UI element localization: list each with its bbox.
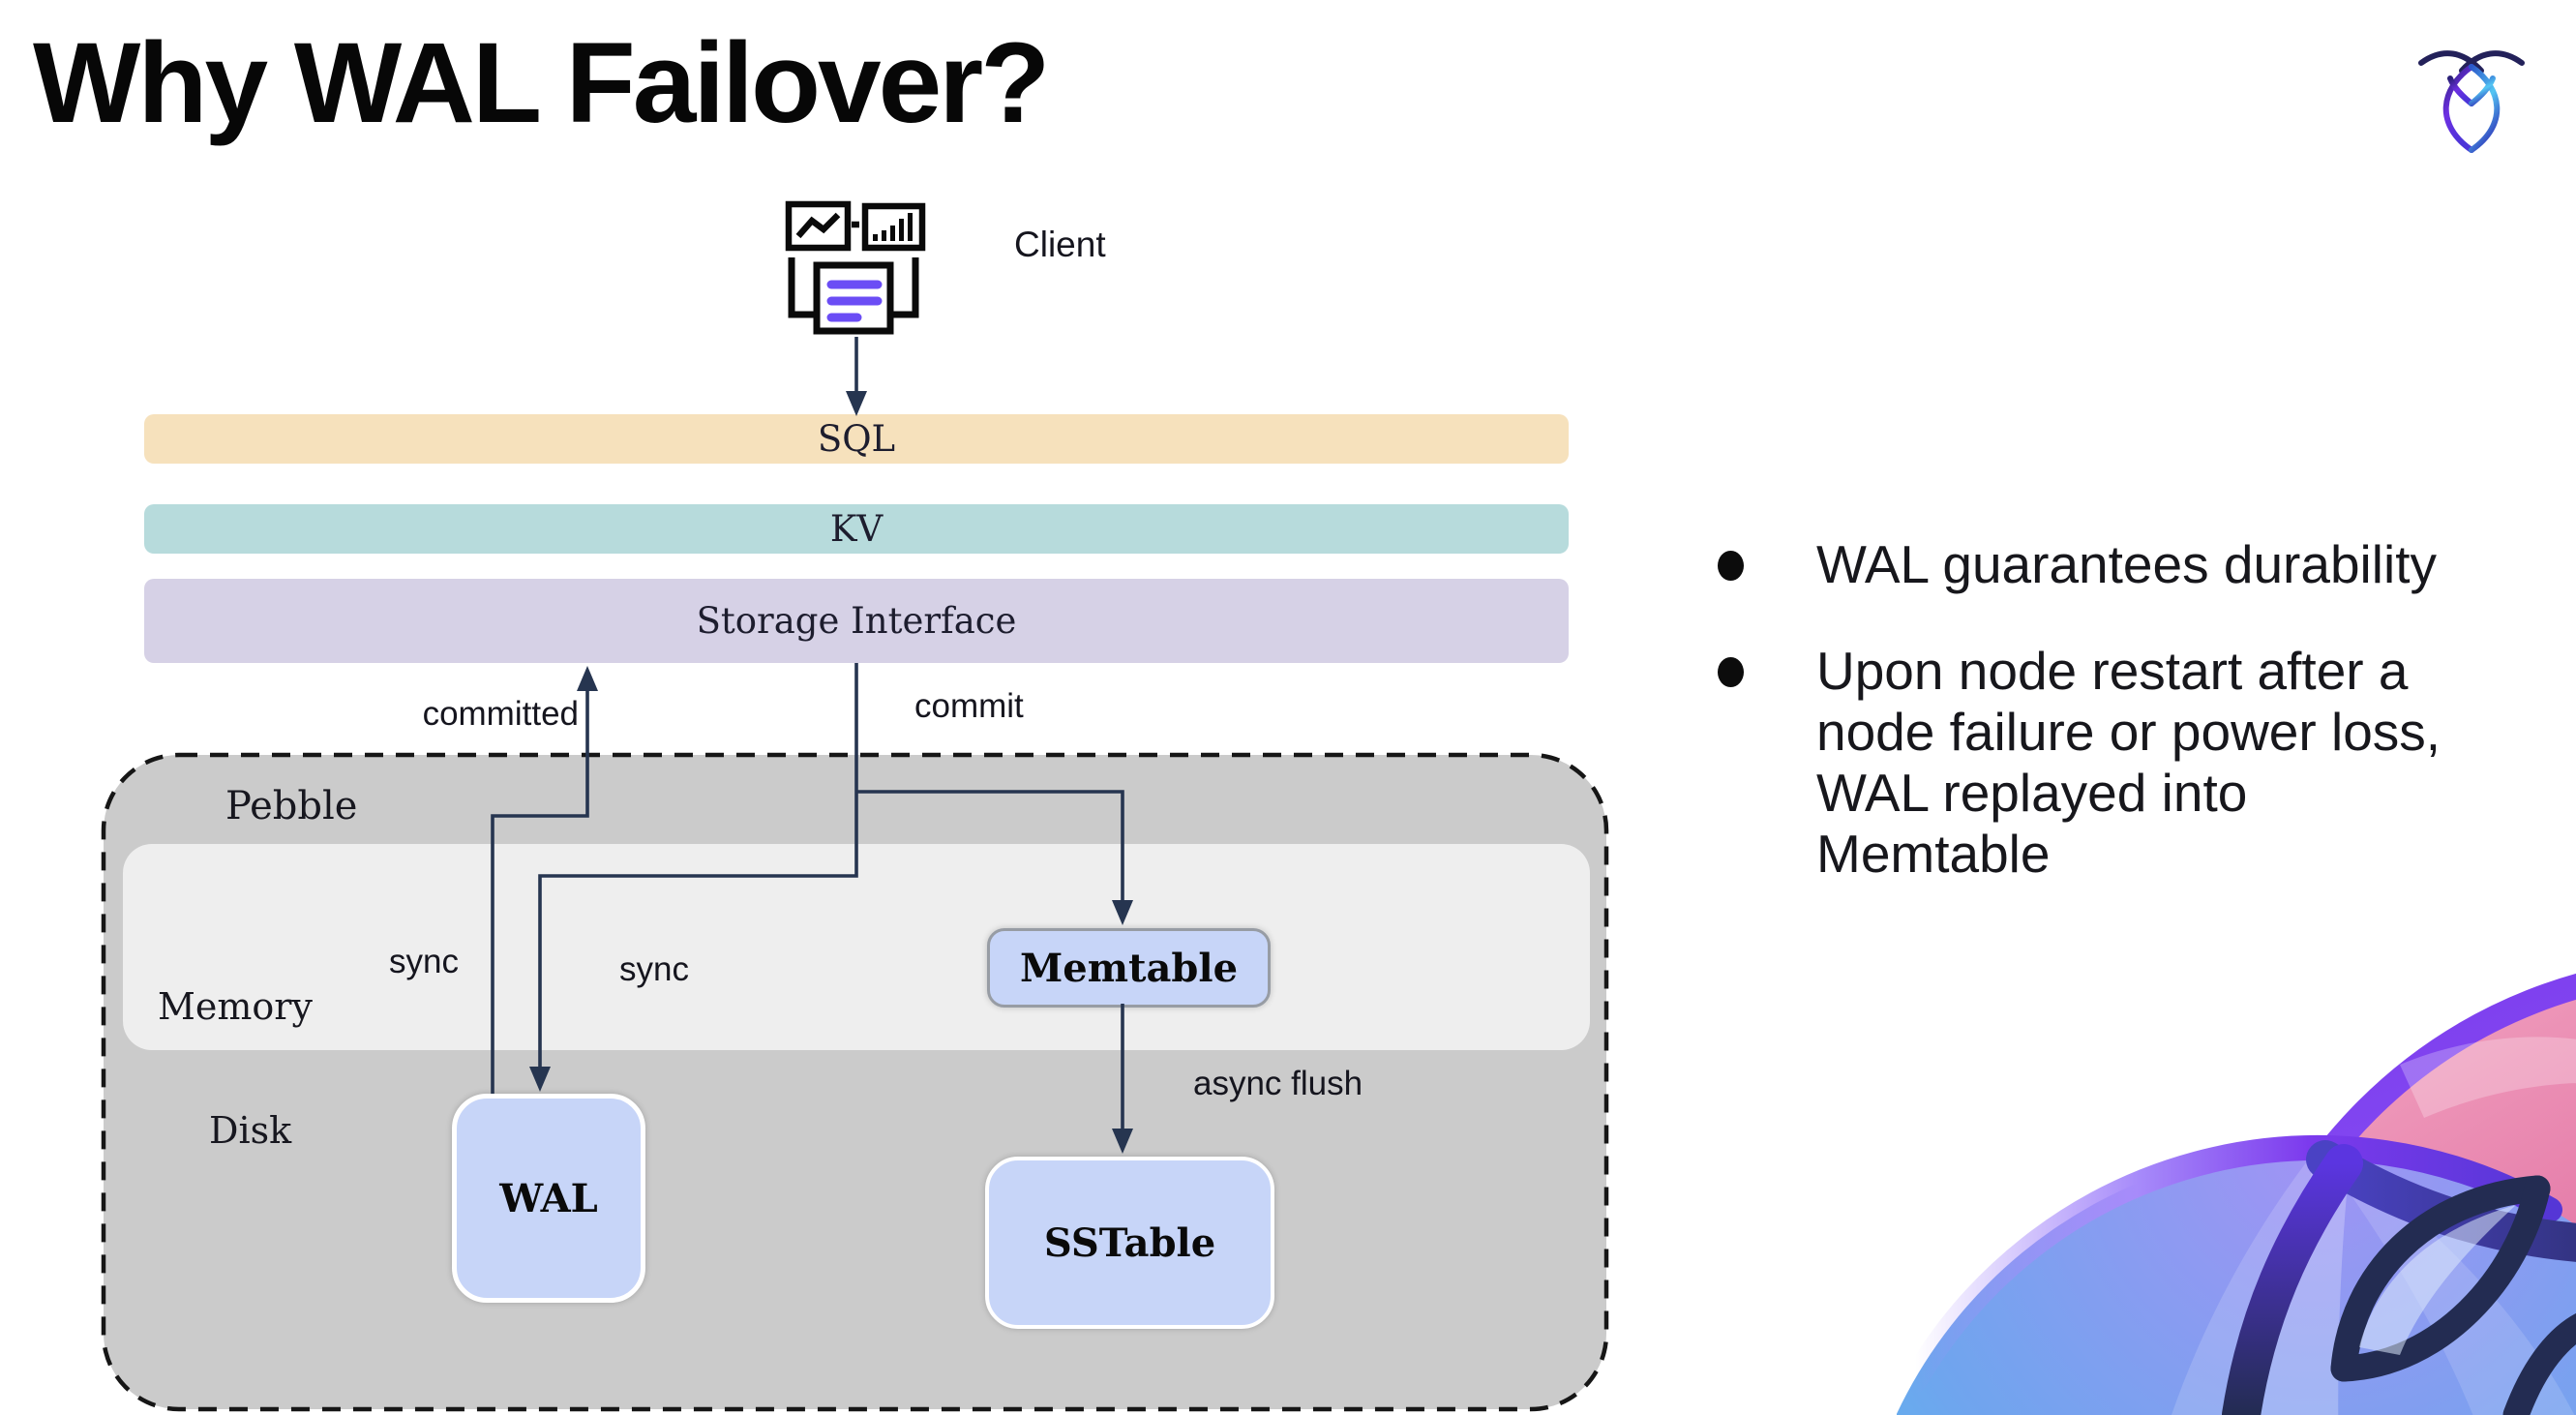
arrow-commit-to-memtable (856, 790, 1133, 925)
bullet-item: WAL guarantees durability (1709, 534, 2444, 595)
bullet-text: WAL guarantees durability (1816, 534, 2437, 594)
arrow-committed (491, 666, 598, 1094)
bullet-list: WAL guarantees durability Upon node rest… (1709, 534, 2444, 930)
brand-graphic (1897, 910, 2576, 1415)
layer-storage-interface-label: Storage Interface (696, 600, 1017, 642)
layer-sql: SQL (144, 414, 1569, 464)
memory-zone-label: Memory (158, 985, 313, 1028)
cockroachdb-logo-icon (2408, 39, 2535, 159)
disk-zone-label: Disk (209, 1109, 292, 1152)
edge-label-sync-right: sync (619, 950, 689, 988)
layer-storage-interface: Storage Interface (144, 579, 1569, 663)
memtable-node-label: Memtable (1019, 945, 1239, 991)
page-title: Why WAL Failover? (33, 19, 1050, 147)
pebble-dashed-border (101, 752, 1609, 1412)
layer-sql-label: SQL (817, 418, 896, 460)
layer-kv: KV (144, 504, 1569, 554)
client-label: Client (1014, 225, 1106, 264)
bullet-dot-icon (1718, 551, 1744, 581)
wal-node-label: WAL (499, 1175, 598, 1221)
arrow-client-to-sql (846, 337, 867, 416)
arrow-commit-to-wal (529, 663, 858, 1092)
bullet-text: Upon node restart after a node failure o… (1816, 641, 2441, 884)
memtable-node: Memtable (987, 928, 1271, 1008)
client-icon (780, 192, 927, 337)
wal-node: WAL (452, 1094, 645, 1303)
pebble-label: Pebble (225, 784, 358, 828)
edge-label-committed: committed (422, 695, 579, 733)
arrow-async-flush (1112, 1004, 1133, 1154)
edge-label-commit: commit (914, 687, 1024, 725)
edge-label-async-flush: async flush (1193, 1065, 1363, 1102)
bullet-item: Upon node restart after a node failure o… (1709, 641, 2444, 885)
sstable-node-label: SSTable (1043, 1219, 1216, 1266)
memory-zone (123, 844, 1590, 1050)
bullet-dot-icon (1718, 657, 1744, 687)
sstable-node: SSTable (985, 1157, 1274, 1329)
edge-label-sync-left: sync (389, 943, 459, 980)
layer-kv-label: KV (829, 508, 884, 550)
